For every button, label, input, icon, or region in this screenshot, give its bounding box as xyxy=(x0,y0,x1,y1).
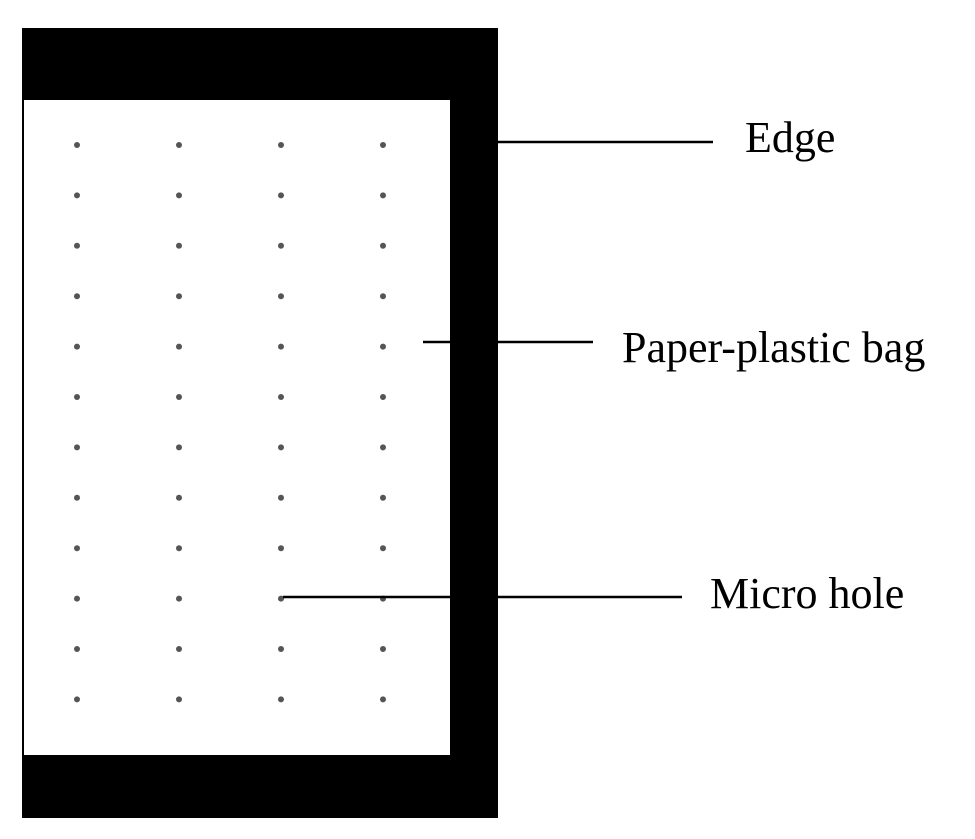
micro-hole xyxy=(278,595,284,602)
micro-hole xyxy=(380,646,386,652)
micro-hole xyxy=(380,545,386,552)
micro-hole xyxy=(176,696,182,703)
micro-hole xyxy=(380,444,386,451)
micro-hole xyxy=(278,293,284,300)
micro-hole xyxy=(176,494,182,501)
micro-hole xyxy=(278,242,284,249)
micro-hole xyxy=(278,646,284,652)
micro-hole xyxy=(74,444,80,451)
edge-label: Edge xyxy=(745,113,835,162)
micro-hole-grid xyxy=(74,142,386,703)
micro-hole xyxy=(278,394,284,400)
micro-hole xyxy=(380,242,386,249)
micro-hole xyxy=(74,293,80,300)
micro-hole xyxy=(278,494,284,501)
micro-hole-label: Micro hole xyxy=(710,569,904,618)
micro-hole xyxy=(176,595,182,602)
micro-hole xyxy=(74,696,80,703)
micro-hole xyxy=(278,192,284,199)
micro-hole xyxy=(176,242,182,249)
micro-hole xyxy=(278,142,284,148)
micro-hole xyxy=(380,494,386,501)
micro-hole xyxy=(74,545,80,552)
micro-hole xyxy=(176,142,182,148)
micro-hole xyxy=(74,242,80,249)
micro-hole xyxy=(380,696,386,703)
micro-hole xyxy=(380,293,386,300)
micro-hole xyxy=(380,394,386,400)
micro-hole xyxy=(74,595,80,602)
micro-hole xyxy=(380,142,386,148)
micro-hole xyxy=(176,646,182,652)
micro-hole xyxy=(278,444,284,451)
micro-hole xyxy=(176,293,182,300)
micro-hole xyxy=(380,192,386,199)
micro-hole xyxy=(176,192,182,199)
micro-hole xyxy=(74,142,80,148)
micro-hole xyxy=(176,444,182,451)
micro-hole xyxy=(74,494,80,501)
paper-plastic-bag-label: Paper-plastic bag xyxy=(622,323,925,372)
micro-hole xyxy=(380,343,386,350)
micro-hole xyxy=(74,343,80,350)
micro-hole xyxy=(176,545,182,552)
micro-hole xyxy=(74,394,80,400)
paper-plastic-bag-body xyxy=(24,100,450,755)
micro-hole xyxy=(176,343,182,350)
micro-hole xyxy=(74,646,80,652)
micro-hole xyxy=(74,192,80,199)
micro-hole xyxy=(176,394,182,400)
micro-hole xyxy=(278,343,284,350)
micro-hole xyxy=(278,696,284,703)
micro-hole xyxy=(278,545,284,552)
